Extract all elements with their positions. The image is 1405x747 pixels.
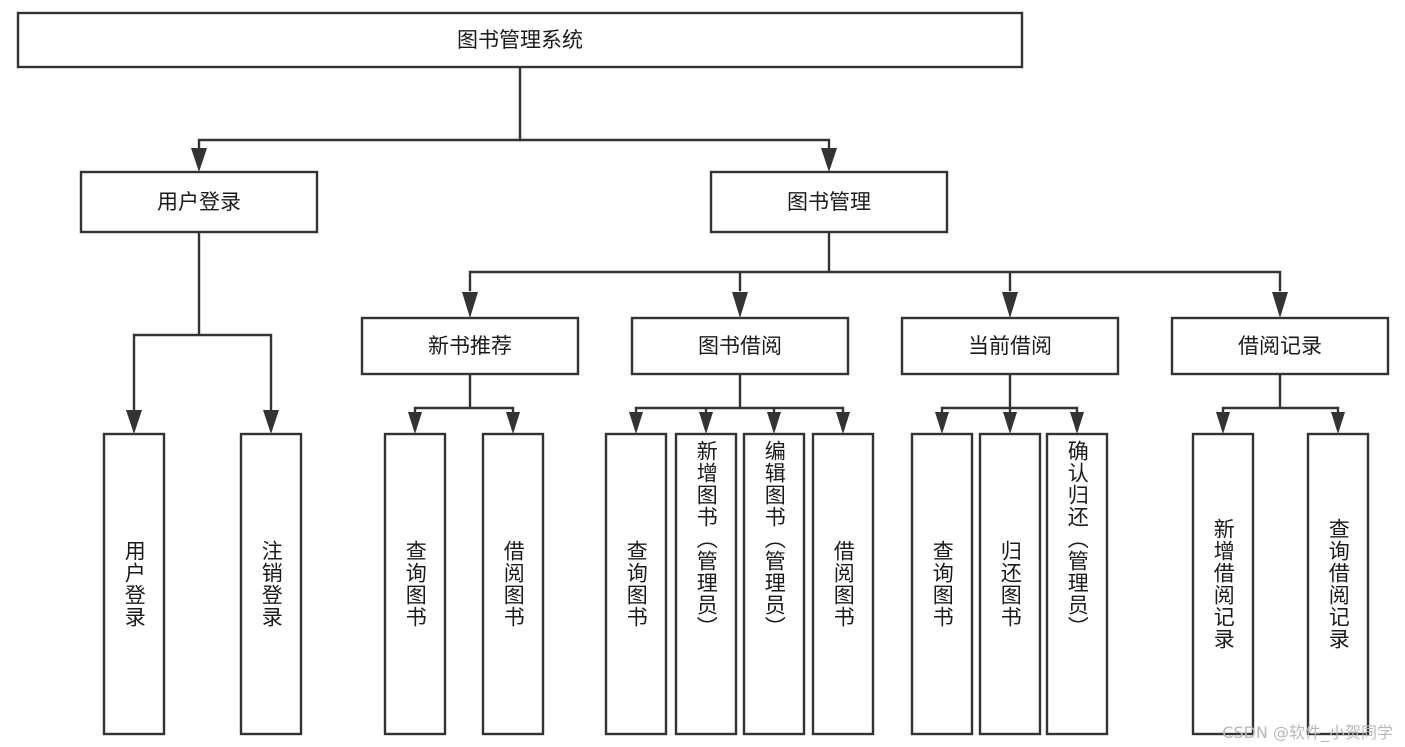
arrow-head-leaf-query-borrow-record — [1331, 412, 1345, 434]
arrow-head-leaf-logout — [263, 410, 279, 434]
arrow-head-leaf-query-book-3 — [935, 412, 949, 434]
node-label-borrow-record: 借阅记录 — [1238, 334, 1322, 358]
edge-userlogin-bus — [132, 230, 273, 420]
edge-bookmanage-bus — [468, 230, 1282, 292]
arrow-head-leaf-user-login — [126, 410, 142, 434]
arrow-head-leaf-borrow-book-2 — [836, 412, 850, 434]
node-box-leaf-add-book-admin[interactable] — [674, 432, 738, 736]
node-label-book-borrow: 图书借阅 — [698, 334, 782, 358]
node-box-leaf-query-book-3[interactable] — [910, 432, 974, 736]
node-box-root[interactable] — [16, 11, 1024, 69]
arrow-head-current-borrow — [1002, 292, 1018, 318]
edge-newbookrec-bus — [413, 372, 515, 420]
node-box-leaf-confirm-return[interactable] — [1045, 432, 1109, 736]
arrow-head-leaf-edit-book-admin — [767, 412, 781, 434]
node-box-leaf-return-book[interactable] — [978, 432, 1042, 736]
arrow-head-user-login — [191, 148, 207, 172]
arrow-head-leaf-borrow-book-1 — [506, 412, 520, 434]
arrow-head-borrow-record — [1272, 292, 1288, 318]
node-label-current-borrow: 当前借阅 — [968, 334, 1052, 358]
arrow-head-leaf-confirm-return — [1070, 412, 1084, 434]
boxes-layer: 图书管理系统 用户登录 图书管理 新书推荐 图书借阅 当前借阅 借阅记录 — [16, 11, 1390, 736]
node-label-new-book-rec: 新书推荐 — [428, 334, 512, 358]
node-box-leaf-logout[interactable] — [239, 432, 303, 736]
edge-currentborrow-bus — [940, 372, 1079, 420]
node-box-leaf-query-book-1[interactable] — [383, 432, 447, 736]
node-box-leaf-edit-book-admin[interactable] — [742, 432, 806, 736]
node-label-book-manage: 图书管理 — [787, 190, 871, 214]
arrow-head-leaf-return-book — [1003, 412, 1017, 434]
arrow-head-leaf-add-borrow-record — [1216, 412, 1230, 434]
node-label-user-login: 用户登录 — [157, 190, 241, 214]
node-box-current-borrow[interactable] — [900, 316, 1120, 376]
watermark-text: CSDN @软件_小贺同学 — [1222, 723, 1393, 742]
node-box-book-borrow[interactable] — [630, 316, 850, 376]
edge-bookborrow-bus — [634, 372, 845, 420]
node-box-leaf-borrow-book-1[interactable] — [481, 432, 545, 736]
edge-root-to-level2-bus — [197, 65, 831, 158]
arrow-head-book-manage — [821, 148, 837, 172]
connectors-layer — [126, 65, 1345, 434]
node-box-new-book-rec[interactable] — [360, 316, 580, 376]
node-label-root: 图书管理系统 — [457, 28, 583, 52]
node-box-user-login[interactable] — [79, 170, 319, 234]
arrow-head-book-borrow — [732, 292, 748, 318]
node-box-leaf-user-login[interactable] — [102, 432, 166, 736]
node-box-borrow-record[interactable] — [1170, 316, 1390, 376]
node-box-leaf-query-book-2[interactable] — [604, 432, 668, 736]
node-box-leaf-borrow-book-2[interactable] — [811, 432, 875, 736]
node-box-leaf-add-borrow-record[interactable] — [1191, 432, 1255, 736]
arrow-head-leaf-query-book-2 — [629, 412, 643, 434]
node-box-book-manage[interactable] — [709, 170, 949, 234]
arrow-head-leaf-query-book-1 — [408, 412, 422, 434]
edge-borrowrecord-bus — [1221, 372, 1340, 420]
arrow-head-leaf-add-book-admin — [699, 412, 713, 434]
node-box-leaf-query-borrow-record[interactable] — [1306, 432, 1370, 736]
arrow-head-new-book-rec — [462, 292, 478, 318]
